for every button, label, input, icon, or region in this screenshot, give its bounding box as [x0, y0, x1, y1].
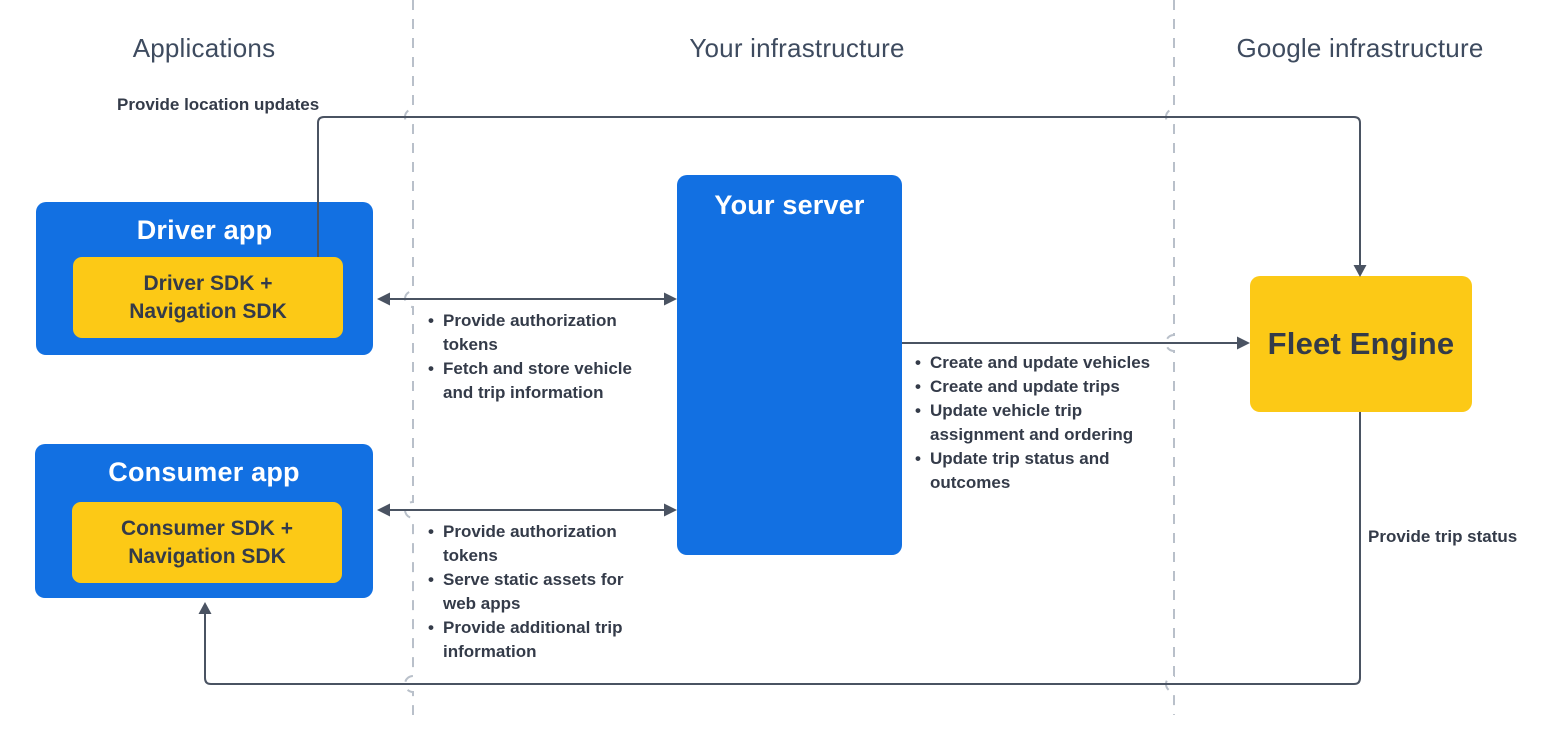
edge-label-provide-location-updates: Provide location updates — [117, 95, 320, 114]
bullet-item: Provide additional trip information — [428, 616, 650, 664]
consumer-sdk-node: Consumer SDK + Navigation SDK — [72, 502, 342, 583]
arrowhead-to-consumer-app — [377, 503, 390, 517]
arrowhead-to-driver-app — [377, 292, 390, 306]
driver-sdk-node: Driver SDK + Navigation SDK — [73, 257, 343, 338]
fleet-engine-title: Fleet Engine — [1267, 326, 1455, 361]
column-header-your-infrastructure: Your infrastructure — [689, 33, 905, 63]
bullet-item: Create and update trips — [915, 375, 1177, 399]
column-header-google-infrastructure: Google infrastructure — [1236, 33, 1484, 63]
fleet-engine-node: Fleet Engine — [1250, 276, 1472, 412]
consumer-app-node: Consumer app Consumer SDK + Navigation S… — [35, 444, 373, 598]
bullet-item: Provide authorization tokens — [428, 309, 650, 357]
column-header-applications: Applications — [132, 33, 276, 63]
driver-app-node: Driver app Driver SDK + Navigation SDK — [36, 202, 373, 355]
arrowhead-to-server-lower — [664, 503, 677, 517]
your-server-title: Your server — [714, 190, 865, 220]
bullet-item: Provide authorization tokens — [428, 520, 650, 568]
consumer-server-edge-bullets: Provide authorization tokensServe static… — [428, 520, 650, 664]
bullet-item: Fetch and store vehicle and trip informa… — [428, 357, 650, 405]
arrowhead-to-server-upper — [664, 292, 677, 306]
driver-server-edge-bullets: Provide authorization tokensFetch and st… — [428, 309, 650, 405]
edge-label-provide-trip-status: Provide trip status — [1368, 527, 1518, 546]
your-server-node: Your server — [677, 175, 902, 555]
server-fleet-edge-bullets: Create and update vehiclesCreate and upd… — [915, 351, 1177, 495]
arrowhead-into-fleet-engine-left — [1237, 336, 1250, 350]
arrowhead-into-consumer-bottom — [198, 602, 212, 614]
bullet-item: Update vehicle trip assignment and order… — [915, 399, 1177, 447]
column-divider-left-dashed-line — [404, 0, 414, 715]
consumer-sdk-label: Consumer SDK + Navigation SDK — [120, 516, 294, 568]
consumer-app-title: Consumer app — [108, 457, 300, 487]
bullet-item: Create and update vehicles — [915, 351, 1177, 375]
driver-sdk-label: Driver SDK + Navigation SDK — [129, 271, 287, 323]
bullet-item: Serve static assets for web apps — [428, 568, 650, 616]
bullet-item: Update trip status and outcomes — [915, 447, 1177, 495]
driver-app-title: Driver app — [136, 215, 273, 245]
